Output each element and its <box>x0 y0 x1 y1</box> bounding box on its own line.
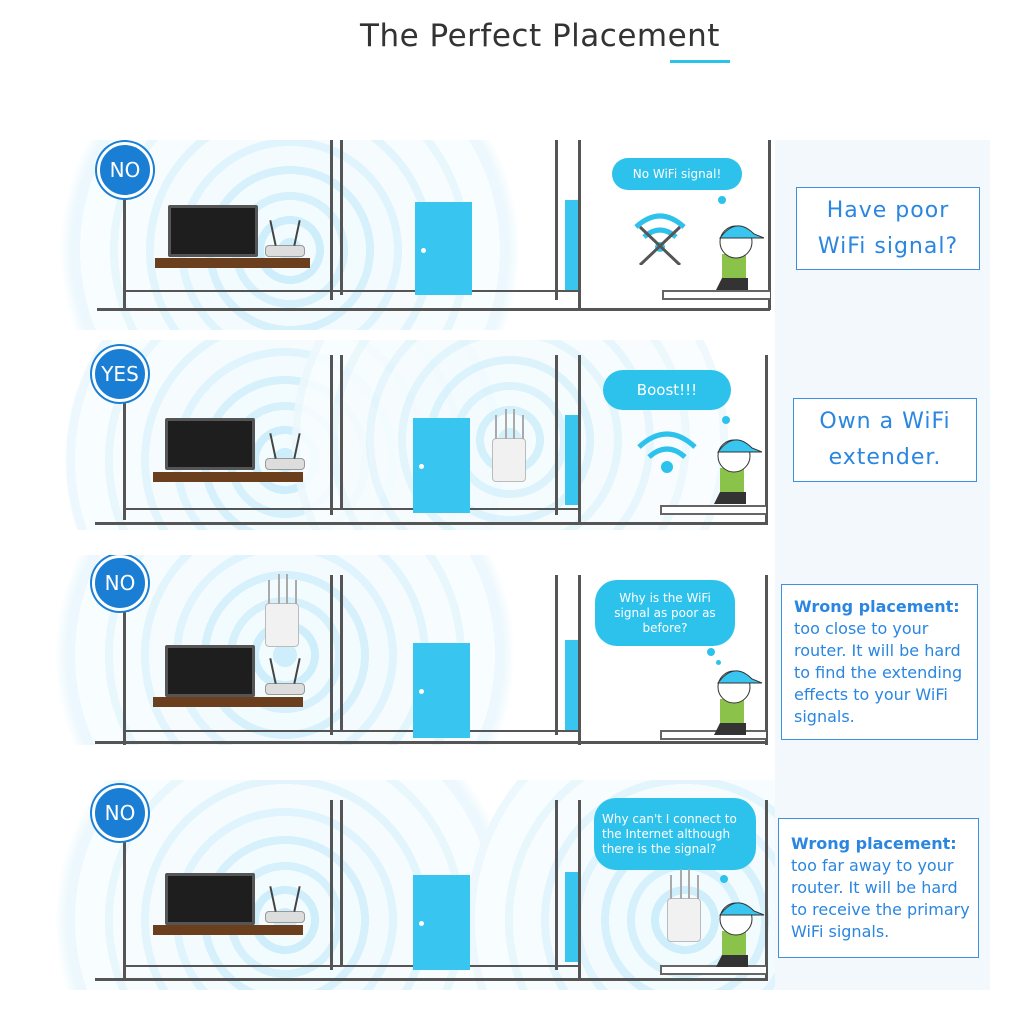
step <box>660 505 766 515</box>
wall <box>330 355 333 515</box>
info-line: WiFi signal? <box>817 233 959 259</box>
wall <box>578 355 581 525</box>
door <box>413 418 470 513</box>
kid-illustration <box>714 670 763 735</box>
wall <box>765 355 768 525</box>
info-line: Have poor <box>826 197 950 223</box>
router <box>265 433 305 470</box>
tv <box>165 873 255 925</box>
thought-dot <box>720 875 728 883</box>
info-line: Own a WiFi <box>819 409 951 434</box>
wall <box>765 575 768 745</box>
wall <box>578 575 581 745</box>
status-badge: NO <box>92 555 148 611</box>
floor <box>123 508 578 510</box>
info-box: Own a WiFi extender. <box>793 398 977 482</box>
wall <box>340 800 343 965</box>
kid-illustration <box>716 902 765 967</box>
wall <box>123 585 126 745</box>
wall <box>340 140 343 295</box>
wall <box>765 800 768 980</box>
wall <box>340 575 343 730</box>
shelf <box>153 925 303 935</box>
info-box: Wrong placement: too far away to your rou… <box>778 818 979 958</box>
wall <box>340 355 343 510</box>
wall <box>555 140 558 300</box>
floor <box>123 730 578 732</box>
floor <box>123 965 578 967</box>
router <box>265 886 305 923</box>
info-heading: Wrong placement: <box>791 834 957 853</box>
wall <box>578 800 581 980</box>
floor <box>97 308 770 311</box>
shelf <box>155 258 310 268</box>
page-title: The Perfect Placement <box>360 18 720 54</box>
info-heading: Wrong placement: <box>794 597 960 616</box>
wall <box>123 370 126 520</box>
wall <box>555 575 558 735</box>
kid-illustration <box>716 225 765 290</box>
title-underline <box>670 60 730 63</box>
info-body: too far away to your router. It will be … <box>791 856 970 941</box>
wall <box>123 810 126 980</box>
speech-bubble: Why is the WiFi signal as poor as before… <box>595 580 735 646</box>
panel-too-close: NO Why is the WiFi signal as poor as bef… <box>0 555 1024 745</box>
thought-dot <box>718 196 726 204</box>
door <box>565 200 578 290</box>
status-badge: NO <box>92 785 148 841</box>
step <box>660 730 766 740</box>
info-body: too close to your router. It will be har… <box>794 619 963 726</box>
tv <box>165 645 255 697</box>
router <box>265 220 305 257</box>
wifi-extender <box>667 869 701 942</box>
door <box>415 202 472 295</box>
info-line: extender. <box>828 445 942 470</box>
wall <box>330 575 333 735</box>
thought-dot <box>707 648 715 656</box>
panel-too-far: NO Why can't I connect to the Internet a… <box>0 780 1024 990</box>
wifi-crossed-icon <box>634 213 686 265</box>
wall <box>555 355 558 515</box>
info-box: Wrong placement: too close to your router… <box>781 584 978 740</box>
floor <box>95 978 768 981</box>
router <box>265 658 305 695</box>
speech-bubble: Boost!!! <box>603 370 731 410</box>
wall <box>555 800 558 970</box>
door <box>413 643 470 738</box>
wifi-extender <box>492 409 526 482</box>
kid-illustration <box>714 439 763 504</box>
wifi-extender <box>265 574 299 647</box>
wifi-icon <box>637 431 697 473</box>
wall <box>768 140 771 310</box>
status-badge: NO <box>97 142 153 198</box>
thought-dot <box>722 416 730 424</box>
panel-extender: YES Boost!!! Own a WiFi extender. <box>0 340 1024 530</box>
door <box>565 415 578 505</box>
tv <box>165 418 255 470</box>
speech-bubble: No WiFi signal! <box>612 158 742 190</box>
status-badge: YES <box>92 346 148 402</box>
door <box>413 875 470 970</box>
wall <box>330 140 333 300</box>
wall <box>330 800 333 970</box>
floor <box>95 522 768 525</box>
floor <box>95 741 768 744</box>
wall <box>578 140 581 310</box>
step <box>662 290 770 300</box>
step <box>660 965 766 975</box>
door <box>565 640 578 730</box>
shelf <box>153 697 303 707</box>
speech-bubble: Why can't I connect to the Internet alth… <box>594 798 756 870</box>
tv <box>168 205 258 257</box>
floor <box>123 290 578 292</box>
wall <box>123 170 126 310</box>
shelf <box>153 472 303 482</box>
thought-dot <box>716 660 721 665</box>
door <box>565 872 578 962</box>
